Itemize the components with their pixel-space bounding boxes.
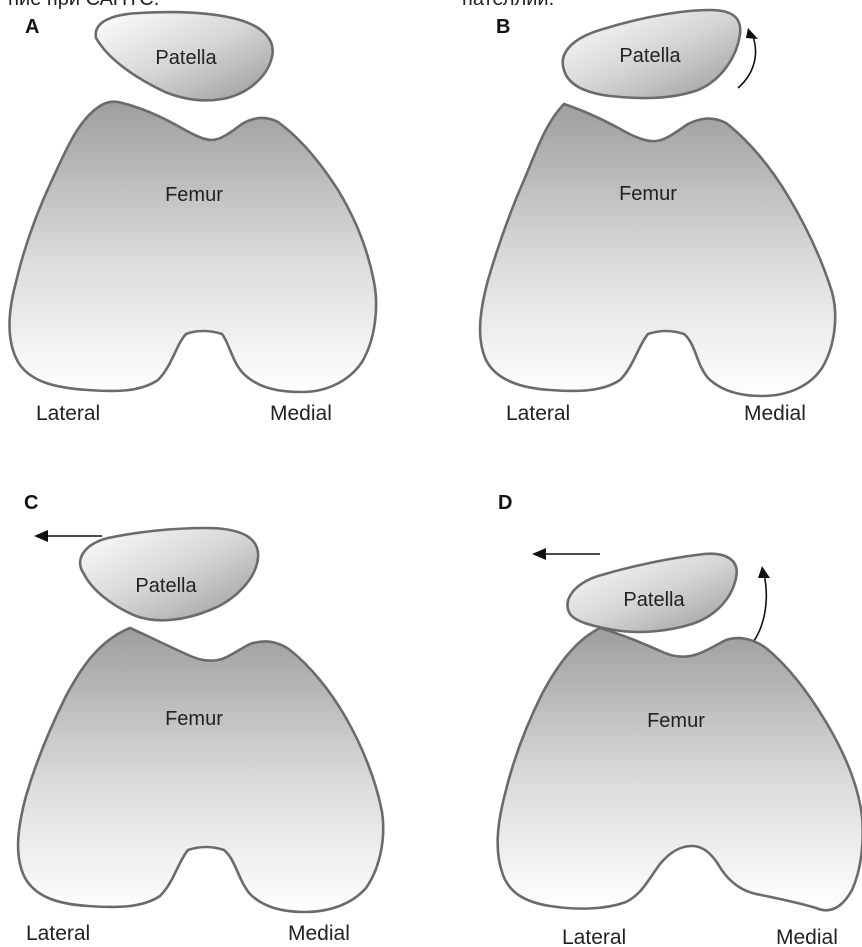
panel-letter: B: [496, 16, 510, 38]
femur-bone: [498, 628, 862, 910]
panel-c: C Patella Femur Lateral Medial: [18, 492, 383, 945]
femur-label: Femur: [647, 710, 705, 732]
medial-label: Medial: [776, 926, 838, 947]
patella-label: Patella: [619, 45, 681, 67]
panel-b: B Patella Femur Lateral Medial: [480, 10, 835, 425]
shift-arrow-head-icon: [34, 530, 48, 542]
femur-bone: [480, 104, 835, 396]
tilt-arrow-head-icon: [758, 566, 770, 578]
panel-a: A Patella Femur Lateral Medial: [10, 12, 377, 425]
tilt-arrow-head-icon: [746, 28, 758, 39]
patella-label: Patella: [135, 575, 197, 597]
femur-bone: [18, 628, 383, 912]
femur-bone: [10, 102, 377, 392]
panel-d: D Patella Femur Lateral Medial: [498, 492, 862, 947]
tilt-arrow-icon: [738, 34, 756, 88]
panel-letter: D: [498, 492, 512, 514]
lateral-label: Lateral: [506, 402, 570, 425]
lateral-label: Lateral: [562, 926, 626, 947]
tilt-arrow-icon: [748, 574, 766, 648]
femur-label: Femur: [619, 183, 677, 205]
shift-arrow-head-icon: [532, 548, 546, 560]
femur-label: Femur: [165, 184, 223, 206]
medial-label: Medial: [744, 402, 806, 425]
patella-label: Patella: [155, 47, 217, 69]
patella-label: Patella: [623, 589, 685, 611]
lateral-label: Lateral: [36, 402, 100, 425]
panel-letter: A: [25, 16, 39, 38]
medial-label: Medial: [288, 922, 350, 945]
lateral-label: Lateral: [26, 922, 90, 945]
femur-label: Femur: [165, 708, 223, 730]
panel-letter: C: [24, 492, 38, 514]
medial-label: Medial: [270, 402, 332, 425]
